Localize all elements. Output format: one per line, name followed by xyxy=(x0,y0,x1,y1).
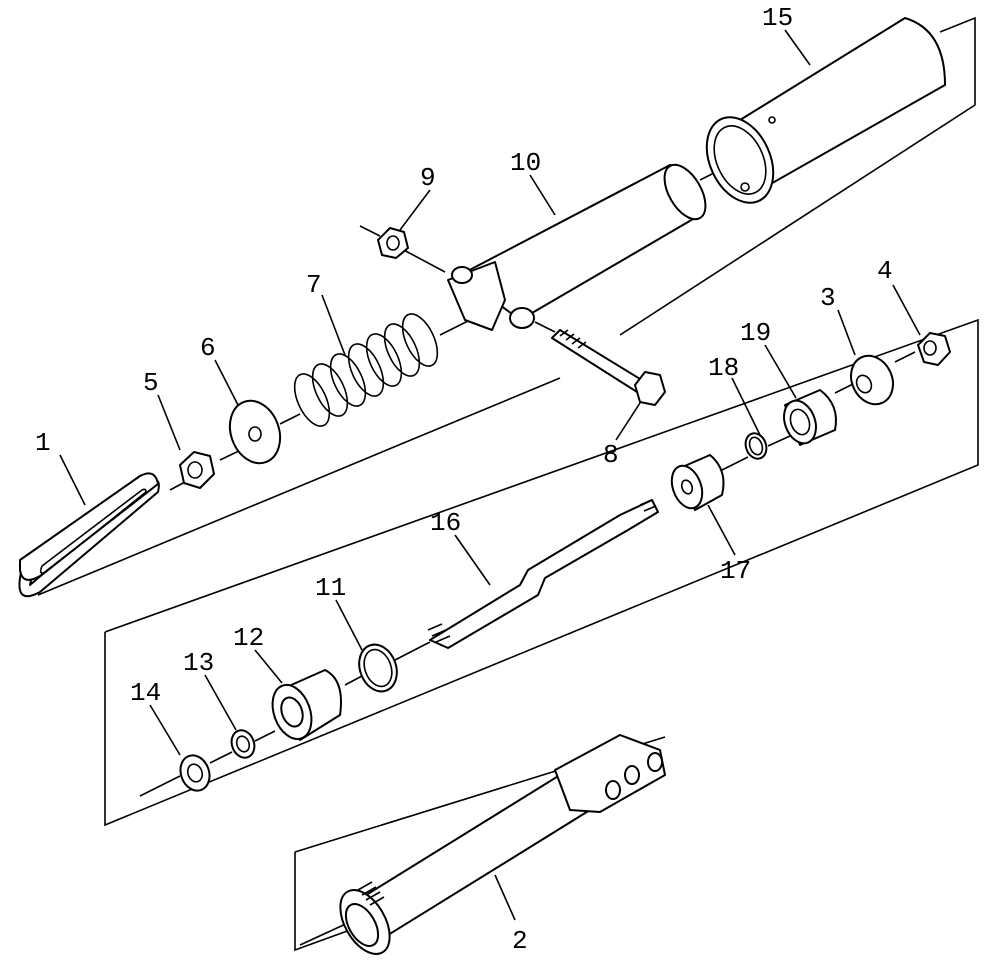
part-18-o-ring xyxy=(744,432,768,460)
part-9-nut xyxy=(377,227,409,259)
group-frame-middle xyxy=(104,318,979,827)
part-1-slotted-link xyxy=(18,472,160,598)
part-12-gland xyxy=(271,669,342,741)
part-8-bolt xyxy=(551,329,666,406)
callout-12: 12 xyxy=(233,623,264,653)
callout-4: 4 xyxy=(877,256,893,286)
part-2-clevis-tube xyxy=(339,734,666,955)
callout-1: 1 xyxy=(35,428,51,458)
part-11-o-ring xyxy=(358,643,398,693)
part-13-ring xyxy=(230,729,256,759)
leader-lines xyxy=(59,29,921,921)
part-19-seal xyxy=(783,389,837,446)
callout-labels: 1 2 3 4 5 6 7 8 9 10 11 12 13 14 15 16 1… xyxy=(35,3,893,956)
callout-18: 18 xyxy=(708,353,739,383)
callout-7: 7 xyxy=(306,270,322,300)
callout-8: 8 xyxy=(603,440,619,470)
part-4-nut xyxy=(917,332,951,366)
part-14-washer xyxy=(179,754,211,792)
callout-19: 19 xyxy=(740,318,771,348)
group-frame-upper xyxy=(37,16,976,596)
part-16-rod xyxy=(427,499,659,649)
callout-14: 14 xyxy=(130,678,161,708)
callout-15: 15 xyxy=(762,3,793,33)
part-17-bushing xyxy=(670,454,725,511)
part-7-spring xyxy=(293,313,439,427)
callout-13: 13 xyxy=(183,648,214,678)
part-10-cylinder xyxy=(447,163,707,331)
part-15-outer-tube xyxy=(705,17,946,204)
callout-2: 2 xyxy=(512,926,528,956)
part-3-washer xyxy=(850,354,894,406)
callout-11: 11 xyxy=(315,573,346,603)
callout-5: 5 xyxy=(143,368,159,398)
callout-3: 3 xyxy=(820,283,836,313)
callout-6: 6 xyxy=(200,333,216,363)
callout-9: 9 xyxy=(420,163,436,193)
part-6-washer xyxy=(228,399,282,465)
part-5-nut xyxy=(179,451,215,489)
callout-17: 17 xyxy=(720,556,751,586)
callout-10: 10 xyxy=(510,148,541,178)
callout-16: 16 xyxy=(430,508,461,538)
